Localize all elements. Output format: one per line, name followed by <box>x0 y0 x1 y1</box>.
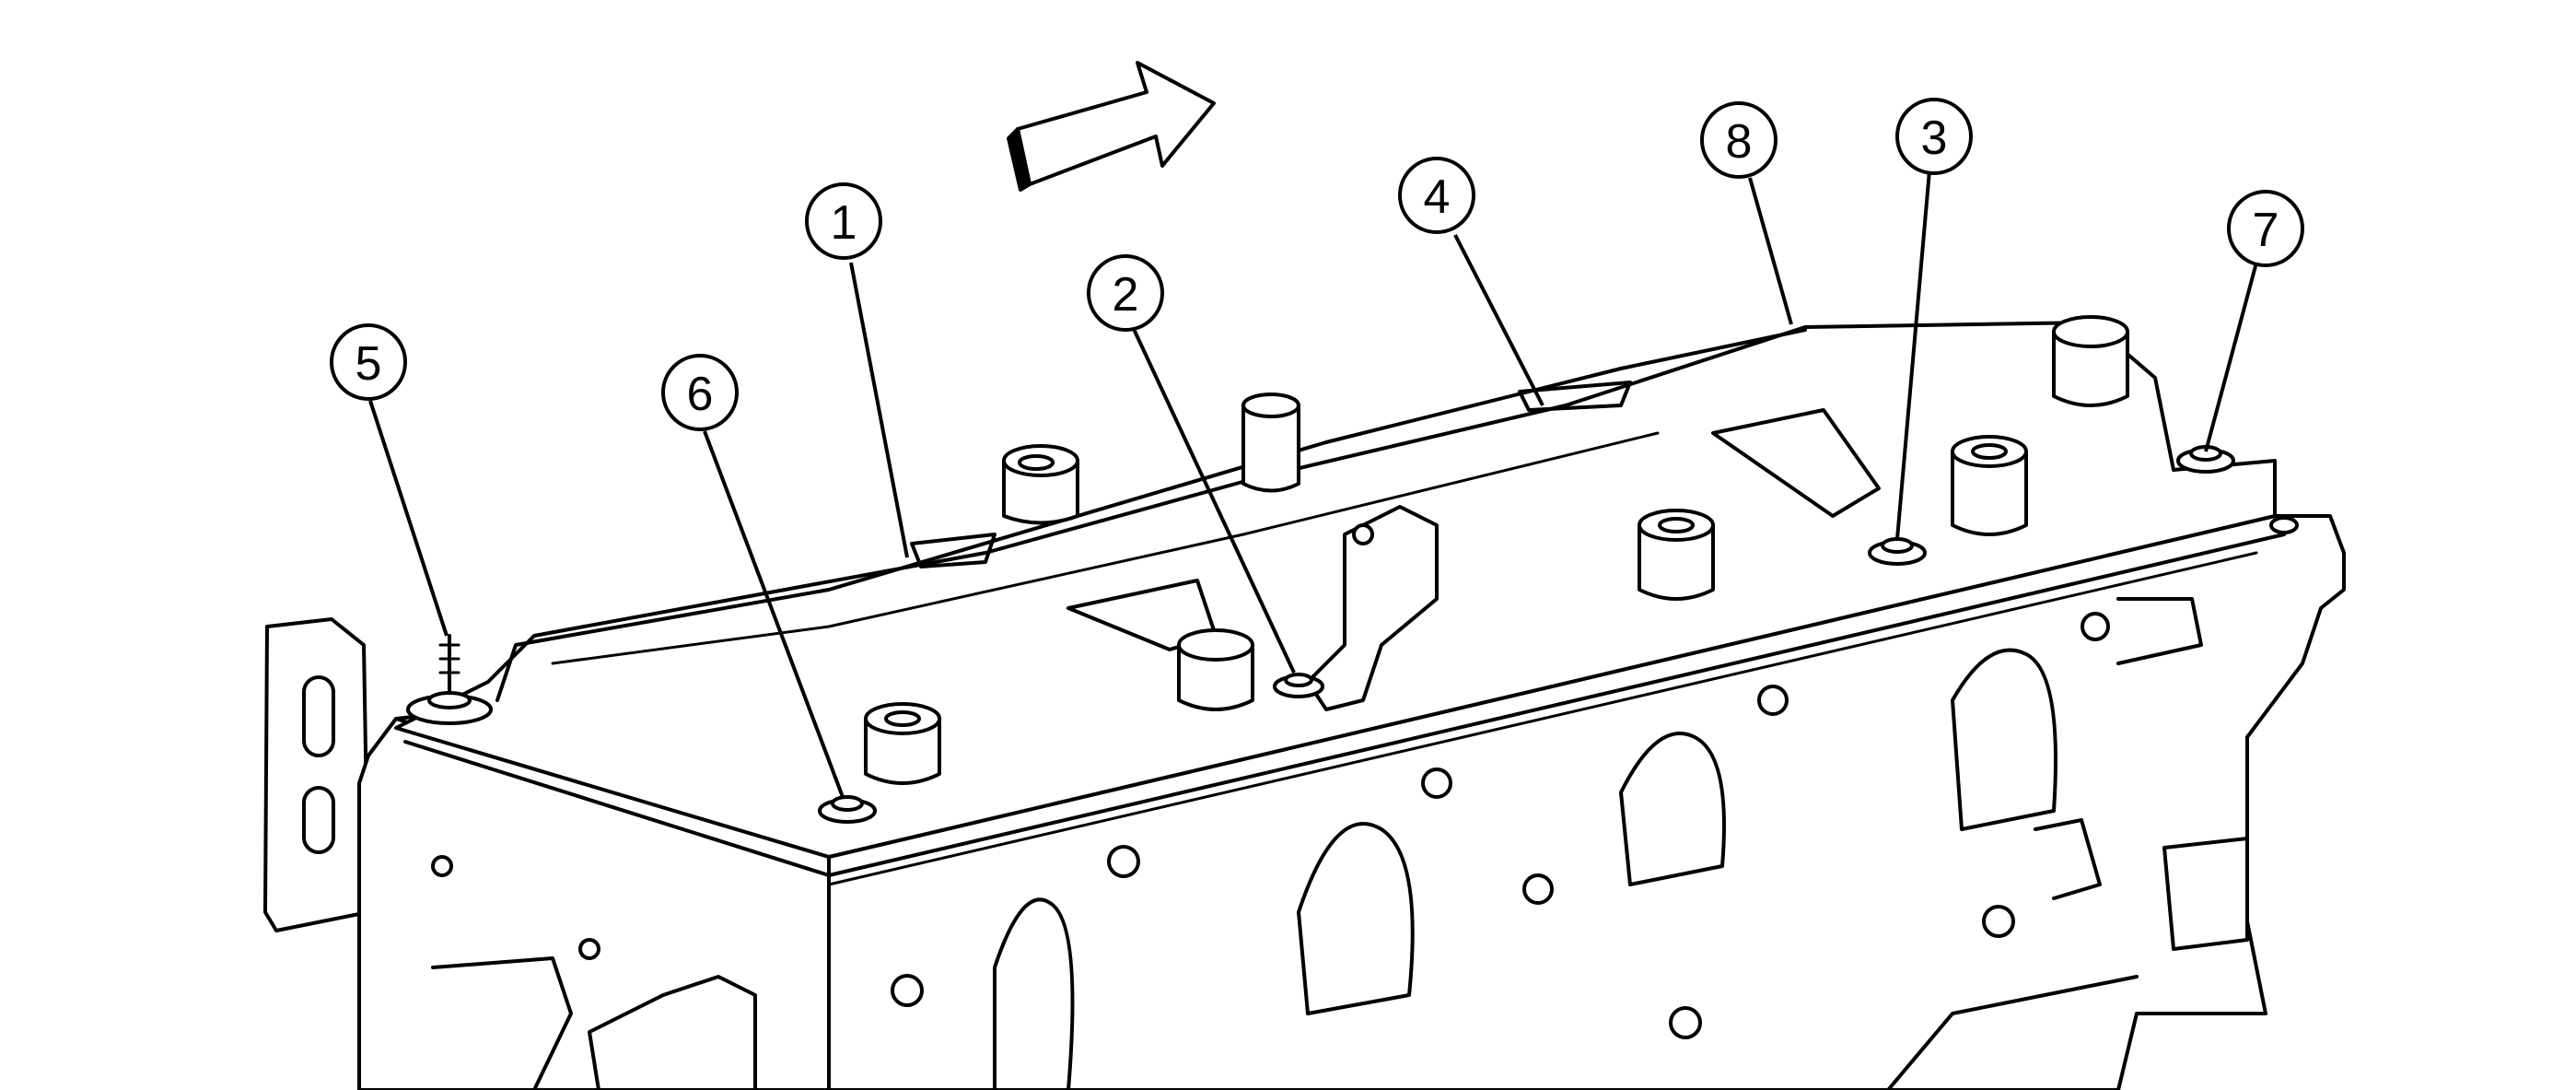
callout-4-label: 4 <box>1424 170 1451 224</box>
callout-8: 8 <box>1700 101 1778 179</box>
leader-lines <box>368 170 2258 798</box>
leader-5 <box>368 400 449 637</box>
callout-1-label: 1 <box>831 196 857 250</box>
callout-6: 6 <box>661 354 739 431</box>
leader-6 <box>703 430 845 798</box>
callout-2-label: 2 <box>1113 268 1139 322</box>
callout-3: 3 <box>1895 98 1973 175</box>
callout-2: 2 <box>1087 254 1164 332</box>
callout-5: 5 <box>330 323 407 401</box>
leader-7 <box>2204 262 2258 452</box>
callout-5-label: 5 <box>356 337 382 391</box>
callout-7: 7 <box>2227 190 2304 267</box>
leader-8 <box>1748 177 1793 325</box>
callout-4: 4 <box>1398 157 1475 234</box>
callout-7-label: 7 <box>2253 204 2279 257</box>
leader-4 <box>1453 234 1544 406</box>
leader-3 <box>1895 170 1931 540</box>
left-bracket <box>263 617 370 932</box>
cover-studs <box>864 315 2129 785</box>
callout-8-label: 8 <box>1726 115 1753 169</box>
callout-1: 1 <box>805 182 882 260</box>
cylinder-head-block <box>357 514 2346 1090</box>
leader-1 <box>849 262 909 558</box>
callout-3-label: 3 <box>1921 111 1948 165</box>
callout-6-label: 6 <box>687 368 714 421</box>
cover-bolts <box>406 445 2299 824</box>
leader-2 <box>1131 326 1296 674</box>
direction-arrow-icon <box>1007 61 1216 192</box>
